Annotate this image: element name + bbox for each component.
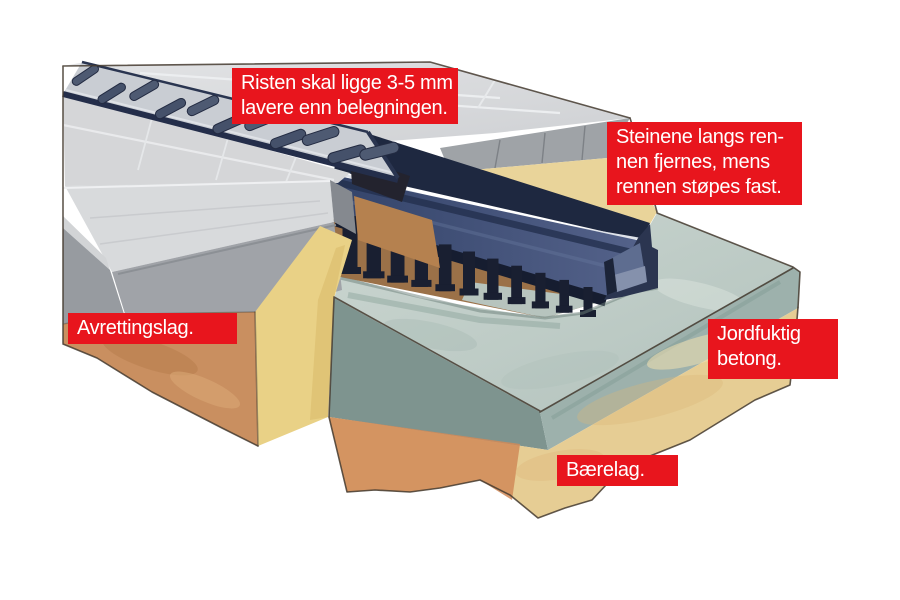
outline-crack [328, 297, 335, 418]
outline-right-concrete [656, 212, 801, 309]
channel-rib [438, 244, 452, 292]
channel-rib-foot [411, 279, 432, 287]
left-end-paver-top [63, 216, 110, 270]
label-jordfuktig-line1: Jordfuktig [717, 323, 801, 345]
outline-wedge-edge [254, 311, 259, 447]
channel-far-wall [334, 126, 650, 240]
channel-rib-foot [580, 310, 596, 317]
label-jordfuktig: Jordfuktig betong. [708, 319, 838, 379]
channel-rib [511, 265, 522, 305]
channel-rib [583, 287, 593, 317]
front-paver-face-shadow [117, 224, 337, 275]
front-paver-striations [89, 200, 329, 245]
grate-slot [186, 95, 220, 117]
outline-top [62, 61, 631, 119]
channel-rib [559, 279, 569, 313]
grate-slot [359, 141, 400, 161]
channel-rib-foot [435, 284, 455, 292]
channel-rib-foot [555, 305, 573, 313]
label-baerelag-text: Bærelag. [566, 459, 645, 481]
grate-slot [269, 128, 307, 150]
channel-rib-foot [507, 297, 526, 305]
label-risten-line1: Risten skal ligge 3-5 mm [241, 72, 453, 94]
channel-rib-foot [531, 301, 549, 309]
concrete-texture [382, 318, 478, 352]
label-steinene-line1: Steinene langs ren- [616, 126, 784, 148]
label-risten-line2: lavere enn belegningen. [241, 97, 448, 119]
paver-face-joints [494, 125, 586, 169]
outline-sand-right [328, 306, 799, 519]
front-paver-end-face [330, 180, 356, 234]
left-end-paver-face [63, 228, 124, 324]
baerelag-sand-orange [329, 417, 520, 500]
sand-texture [169, 371, 241, 409]
channel-near-wall [334, 175, 641, 300]
concrete-trowel-band [347, 292, 561, 329]
paver-cross-joints-left [137, 117, 297, 183]
grate-slot [71, 64, 100, 86]
channel-rib-foot [339, 267, 361, 274]
grate-slot [97, 82, 126, 105]
label-baerelag: Bærelag. [557, 455, 678, 486]
sand-texture [577, 374, 723, 426]
grate-near-edge [62, 91, 399, 183]
grate-slot [129, 79, 160, 102]
drain-grate [62, 60, 400, 183]
label-risten: Risten skal ligge 3-5 mm lavere enn bele… [232, 68, 458, 124]
front-paver-top [65, 180, 334, 272]
channel-rib [487, 258, 499, 300]
paver-joint-line [62, 123, 335, 182]
channel-rib-foot [387, 275, 408, 283]
front-paver-edge-highlight [62, 180, 331, 189]
bedding-sand-strip [422, 151, 657, 224]
label-avrettingslag-text: Avrettingslag. [77, 317, 194, 339]
label-steinene: Steinene langs ren- nen fjernes, mens re… [607, 122, 802, 205]
channel-rib-foot [459, 288, 479, 296]
channel-rib-foot [483, 292, 502, 300]
grate-slot [154, 97, 187, 120]
avretting-sand [63, 312, 258, 446]
channel-rib-foot [363, 271, 385, 279]
sand-texture [102, 334, 198, 376]
label-avrettingslag: Avrettingslag. [68, 313, 237, 344]
grate-slot [301, 126, 340, 146]
label-steinene-line2: nen fjernes, mens [616, 151, 770, 173]
outline-concrete-edges [333, 267, 794, 413]
outline-sand-left [62, 343, 259, 447]
label-steinene-line3: rennen støpes fast. [616, 176, 782, 198]
trench-wedge-shade [310, 245, 345, 420]
concrete-texture [653, 278, 747, 312]
channel-rib [463, 251, 475, 296]
channel-rib [535, 272, 546, 309]
concrete-top-surface [334, 213, 793, 412]
label-jordfuktig-line2: betong. [717, 348, 782, 370]
concrete-side-left [329, 298, 548, 450]
channel-end-notch [604, 258, 617, 295]
channel-end-bottom [614, 266, 647, 292]
concrete-texture [501, 350, 619, 390]
trench-sand-patch [354, 196, 440, 268]
